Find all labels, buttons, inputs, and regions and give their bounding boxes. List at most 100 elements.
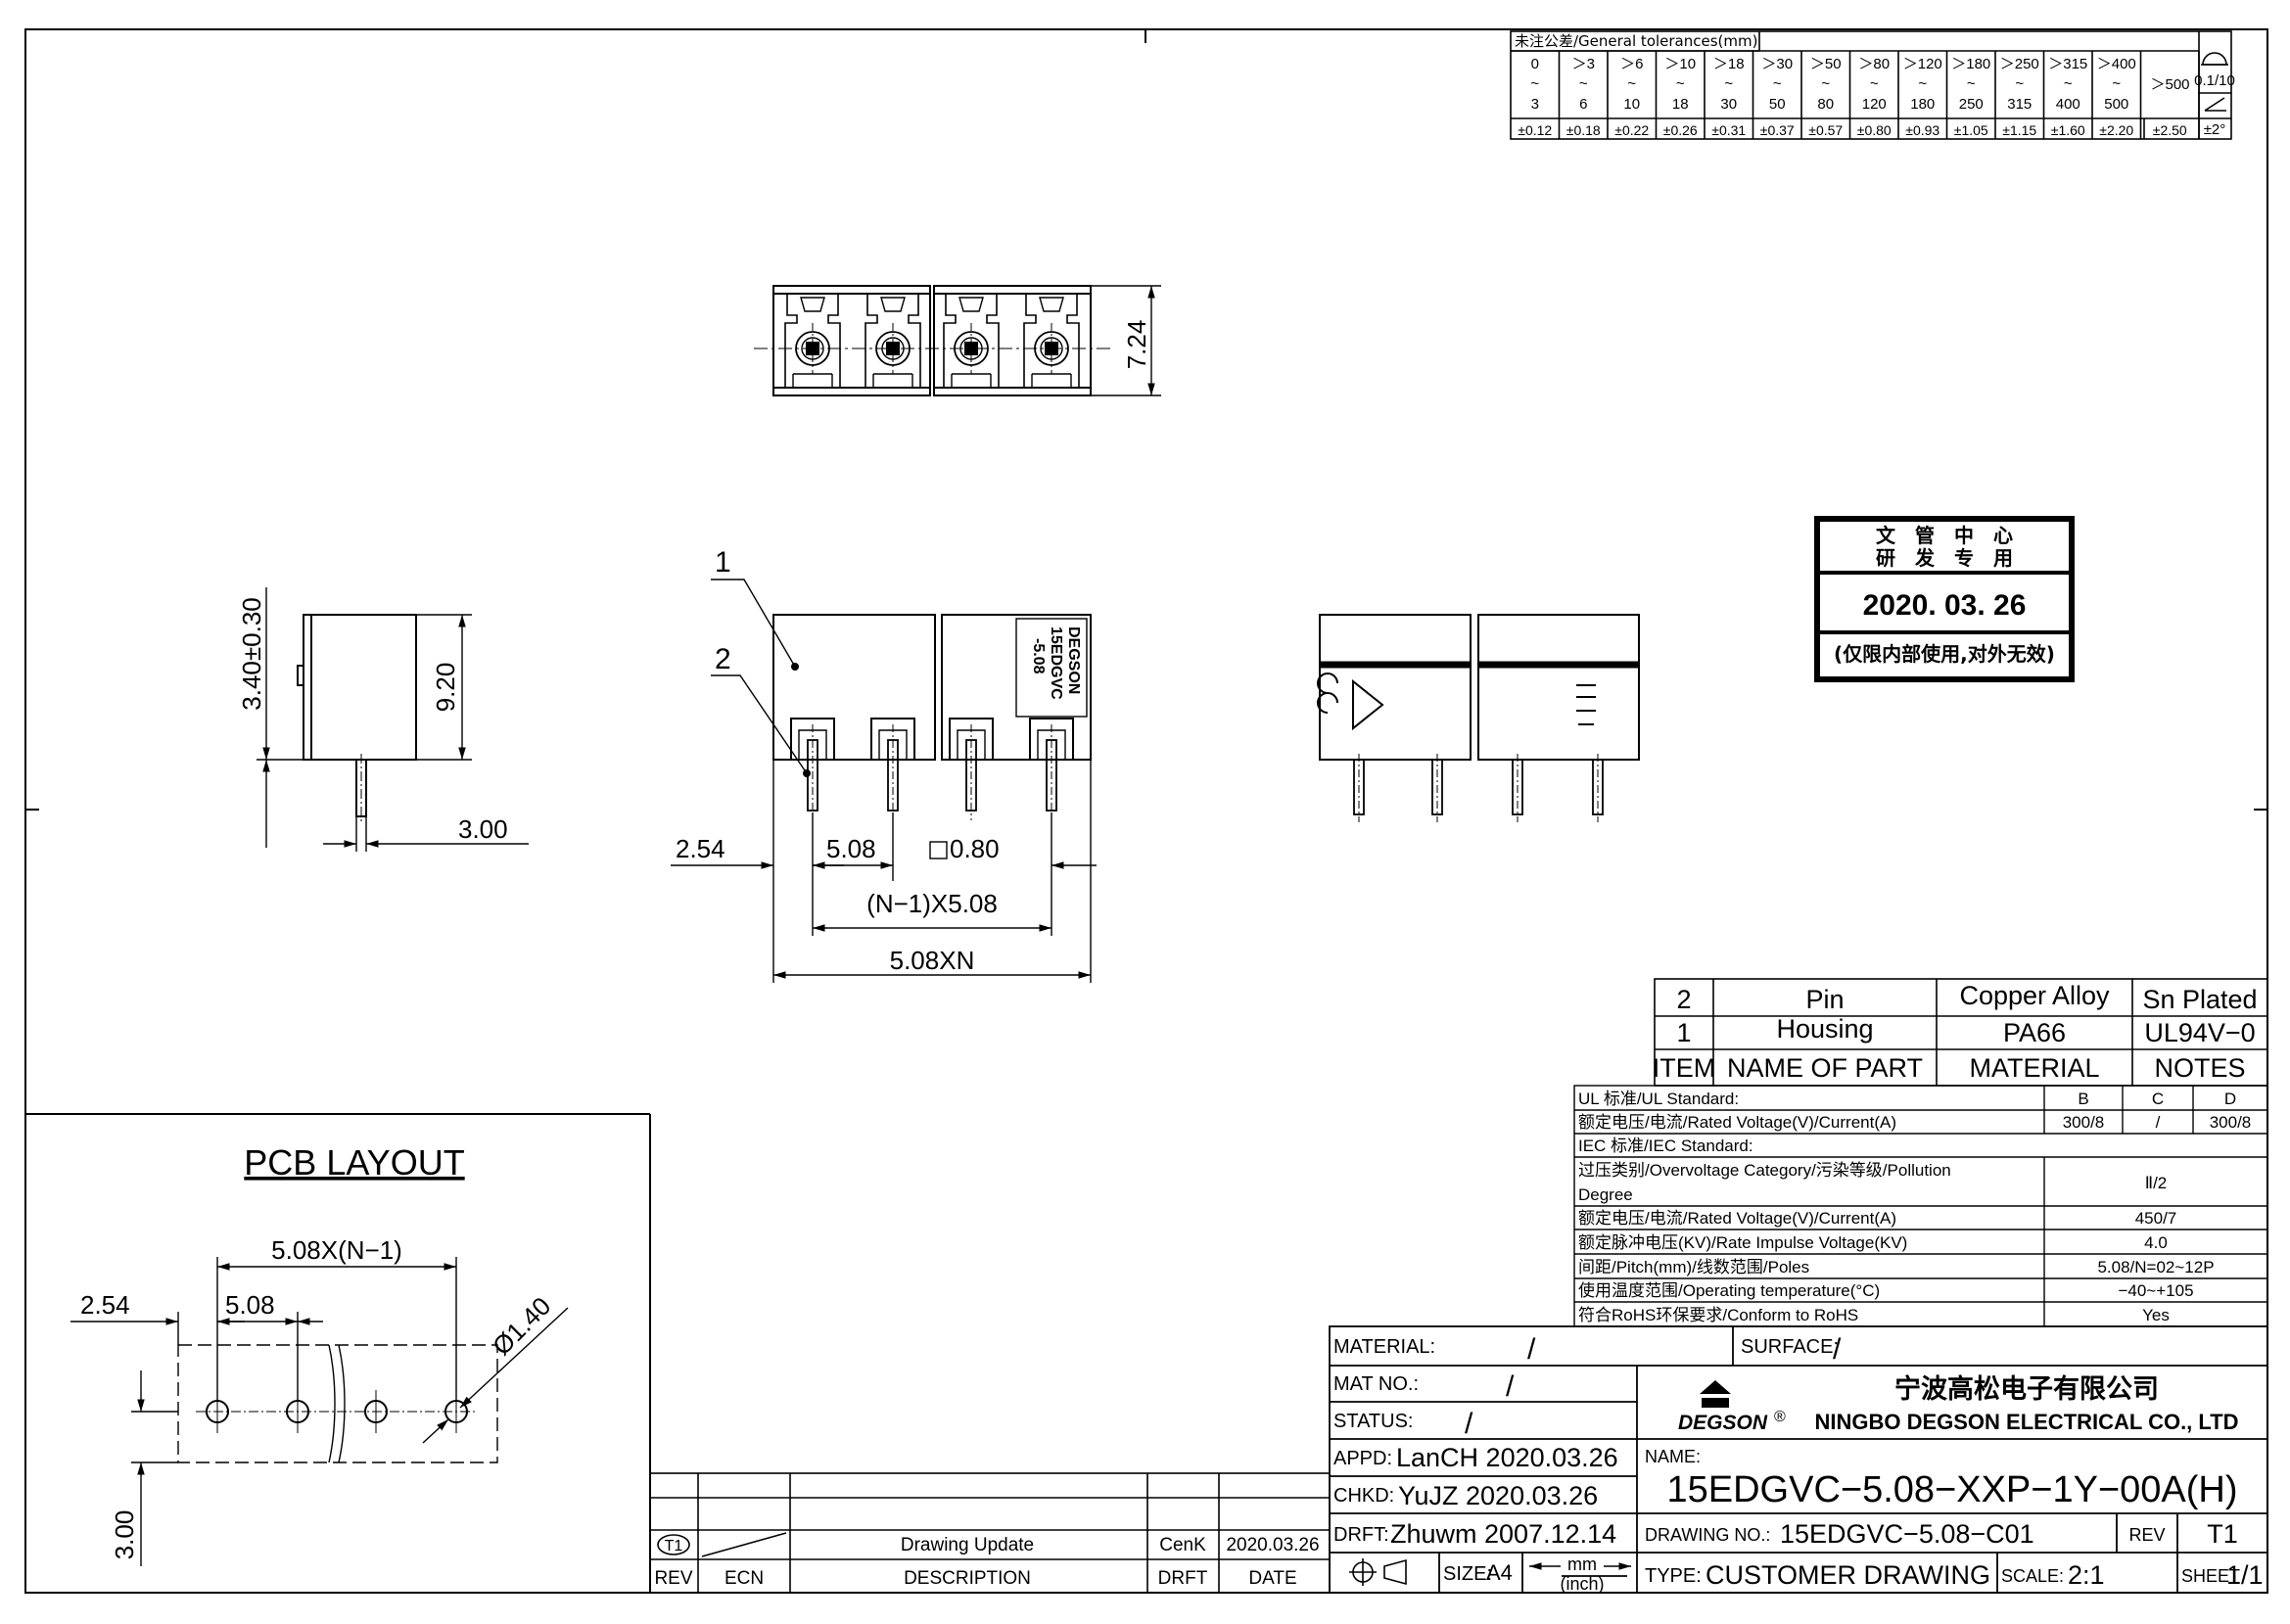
pcb-dims [70,1257,569,1566]
tol-value-6: ±0.57 [1808,122,1843,138]
stamp-line1: 文 管 中 心 [1876,524,2013,547]
flatness-value: 0.1/10 [2194,72,2235,89]
stamp-note: (仅限内部使用,对外无效) [1834,642,2055,666]
housing-marking: DEGSON 15EDGVC -5.08 [1030,626,1082,700]
tol-from-7: ＞80 [1858,56,1890,72]
pcb-height-label: 3.00 [110,1510,139,1560]
tol-tilde-1: ~ [1579,75,1588,92]
svg-text:Sn Plated: Sn Plated [2142,985,2257,1014]
tol-tilde-6: ~ [1821,75,1830,92]
svg-text:300/8: 300/8 [2210,1113,2252,1132]
top-terminal-0 [784,294,841,388]
tol-to-5: 50 [1769,96,1786,113]
svg-text:Degree: Degree [1578,1185,1633,1204]
sheet-value: 1/1 [2226,1560,2264,1590]
tol-from-4: ＞18 [1713,56,1745,72]
front-window-3 [1029,718,1074,760]
pcb-span-label: 5.08X(N−1) [271,1235,402,1265]
rear-view [1319,614,1640,822]
tol-to-4: 30 [1720,96,1737,113]
svg-text:-5.08: -5.08 [1030,638,1047,674]
tolerance-table [1510,30,2232,140]
tol-value-9: ±1.05 [1954,122,1988,138]
svg-text:C: C [2152,1090,2164,1108]
svg-text:450/7: 450/7 [2135,1209,2177,1228]
revision-h-desc: DESCRIPTION [904,1568,1031,1589]
dim-front-total-label: 5.08XN [890,946,975,975]
top-terminal-3 [1023,294,1080,388]
brand-registered: ® [1774,1409,1786,1425]
top-terminal-2 [943,294,1000,388]
matno-label: MAT NO.: [1333,1373,1419,1395]
svg-text:NAME OF PART: NAME OF PART [1727,1053,1923,1083]
svg-text:300/8: 300/8 [2063,1113,2105,1132]
tol-to-11: 400 [2056,96,2080,113]
svg-text:UL94V−0: UL94V−0 [2144,1018,2255,1047]
chkd-label: CHKD: [1333,1485,1394,1507]
surface-label: SURFACE: [1741,1336,1839,1358]
degson-logo [1700,1380,1731,1408]
tol-from-11: ＞315 [2048,56,2087,72]
tol-value-2: ±0.22 [1614,122,1649,138]
svg-text:D: D [2224,1090,2236,1108]
revision-table [649,1472,1331,1594]
svg-text:/: / [2156,1113,2161,1132]
material-label: MATERIAL: [1333,1336,1435,1358]
spec-rows: UL 标准/UL Standard: B C D 额定电压/电流/Rated V… [1578,1090,2251,1324]
tol-tilde-9: ~ [1967,75,1976,92]
dim-front-n1-label: (N−1)X5.08 [866,889,998,918]
tol-tilde-8: ~ [1918,75,1927,92]
dim-top-height-label: 7.24 [1122,320,1151,370]
tol-to-7: 120 [1862,96,1887,113]
tol-value-0: ±0.12 [1518,122,1552,138]
dim-front-pin-label: 0.80 [950,834,1000,863]
spec-table [1573,1085,2268,1327]
size-label: SIZE: [1443,1563,1492,1585]
rev-label: REV [2128,1525,2165,1545]
revision-h-ecn: ECN [724,1568,764,1589]
front-view [772,614,1092,820]
dim-front-offset-label: 2.54 [676,834,725,863]
material-value: / [1527,1333,1536,1366]
svg-text:PA66: PA66 [2003,1018,2066,1047]
brand-name: DEGSON [1678,1412,1768,1434]
revision-description: Drawing Update [901,1535,1034,1555]
tol-from-1: ＞3 [1572,56,1595,72]
flatness-symbol [2202,52,2227,66]
tol-value-7: ±0.80 [1857,122,1892,138]
drft-value: Zhuwm 2007.12.14 [1390,1519,1616,1549]
dim-side-pin-label: 3.00 [458,814,508,844]
svg-text:ITEM: ITEM [1653,1053,1716,1083]
svg-text:IEC 标准/IEC Standard:: IEC 标准/IEC Standard: [1578,1137,1753,1155]
svg-text:间距/Pitch(mm)/线数范围/Poles: 间距/Pitch(mm)/线数范围/Poles [1578,1258,1809,1276]
bom-rows: 2 Pin Copper Alloy Sn Plated 1 Housing P… [1653,981,2258,1083]
tol-to-12: 500 [2104,96,2128,113]
tol-tilde-10: ~ [2015,75,2024,92]
svg-text:5.08/N=02~12P: 5.08/N=02~12P [2097,1258,2214,1276]
angle-symbol [2204,97,2226,112]
svg-text:Ⅱ/2: Ⅱ/2 [2145,1174,2168,1192]
tol-from-6: ＞50 [1810,56,1842,72]
stamp-date: 2020. 03. 26 [1863,589,2027,622]
chkd-value: YuJZ 2020.03.26 [1398,1481,1598,1510]
dim-side-body-label: 9.20 [431,663,460,713]
tol-to-9: 250 [1959,96,1984,113]
rev-value: T1 [2207,1519,2238,1549]
front-window-0 [790,718,835,760]
tol-from-2: ＞6 [1620,56,1643,72]
tol-value-11: ±1.60 [2051,122,2085,138]
pcb-drawing [177,1344,498,1463]
tol-from-12: ＞400 [2097,56,2136,72]
svg-text:Yes: Yes [2142,1306,2170,1324]
tol-to-6: 80 [1817,96,1834,113]
tolerance-title: 未注公差/General tolerances(mm) [1515,32,1757,50]
tol-value-4: ±0.31 [1711,122,1746,138]
revision-h-date: DATE [1248,1568,1296,1589]
svg-text:2: 2 [1676,985,1691,1014]
matno-value: / [1506,1370,1515,1403]
tol-value-3: ±0.26 [1663,122,1698,138]
size-value: A4 [1486,1560,1513,1585]
front-window-2 [949,718,994,760]
type-label: TYPE: [1645,1565,1702,1587]
